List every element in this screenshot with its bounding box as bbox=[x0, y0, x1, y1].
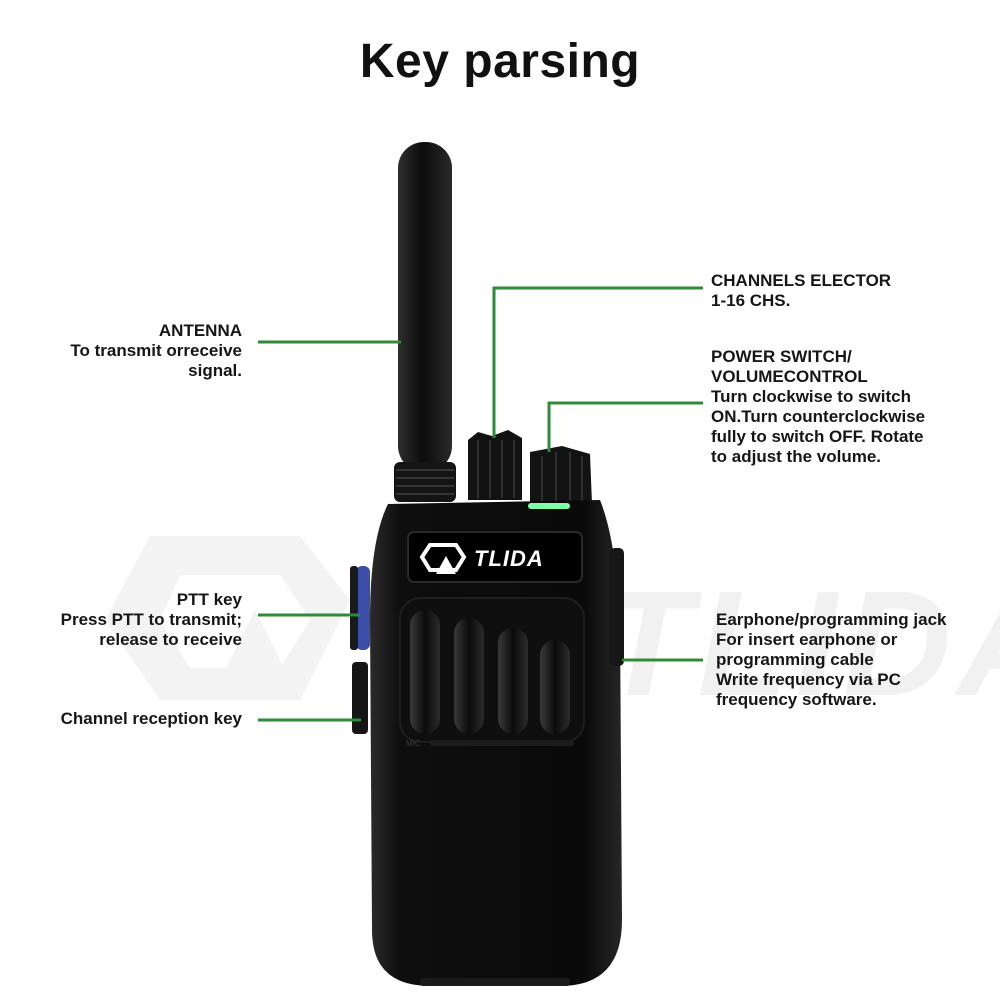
antenna bbox=[394, 142, 456, 502]
brand-label: TLIDA bbox=[474, 546, 544, 571]
grille-slot bbox=[454, 618, 484, 734]
earphone-jack-desc-line: Write frequency via PC bbox=[716, 670, 947, 690]
ptt-button bbox=[356, 566, 370, 650]
earphone-jack-annotation: Earphone/programming jack For insert ear… bbox=[716, 610, 947, 710]
mic-label: MIC bbox=[406, 739, 421, 748]
earphone-jack-desc-line: frequency software. bbox=[716, 690, 947, 710]
power-switch-desc-line: fully to switch OFF. Rotate bbox=[711, 427, 925, 447]
channel-selector-desc: 1-16 CHS. bbox=[711, 291, 891, 311]
ptt-title: PTT key bbox=[61, 590, 242, 610]
antenna-annotation: ANTENNA To transmit orreceive signal. bbox=[70, 321, 242, 381]
power-switch-desc-line: Turn clockwise to switch bbox=[711, 387, 925, 407]
channel-reception-button bbox=[352, 662, 368, 734]
earphone-jack-title: Earphone/programming jack bbox=[716, 610, 947, 630]
ptt-desc-line: release to receive bbox=[61, 630, 242, 650]
channel-reception-annotation: Channel reception key bbox=[61, 709, 242, 729]
volume-knob bbox=[530, 446, 592, 504]
status-led bbox=[528, 503, 570, 509]
antenna-desc-line: signal. bbox=[70, 361, 242, 381]
power-switch-title: VOLUMECONTROL bbox=[711, 367, 925, 387]
earphone-jack-desc-line: programming cable bbox=[716, 650, 947, 670]
ptt-annotation: PTT key Press PTT to transmit; release t… bbox=[61, 590, 242, 650]
channel-reception-title: Channel reception key bbox=[61, 709, 242, 729]
channel-knob bbox=[468, 430, 522, 500]
ptt-desc-line: Press PTT to transmit; bbox=[61, 610, 242, 630]
power-switch-annotation: POWER SWITCH/ VOLUMECONTROL Turn clockwi… bbox=[711, 347, 925, 467]
channel-selector-leader-line bbox=[494, 288, 703, 438]
power-switch-desc-line: to adjust the volume. bbox=[711, 447, 925, 467]
power-switch-desc-line: ON.Turn counterclockwise bbox=[711, 407, 925, 427]
earphone-jack-desc-line: For insert earphone or bbox=[716, 630, 947, 650]
earphone-jack-cover bbox=[610, 548, 624, 666]
grille-slot bbox=[410, 610, 440, 734]
channel-selector-title: CHANNELS ELECTOR bbox=[711, 271, 891, 291]
antenna-desc-line: To transmit orreceive bbox=[70, 341, 242, 361]
power-switch-leader-line bbox=[549, 403, 703, 452]
grille-slot bbox=[498, 628, 528, 734]
power-switch-title: POWER SWITCH/ bbox=[711, 347, 925, 367]
page-title: Key parsing bbox=[0, 34, 1000, 89]
antenna-title: ANTENNA bbox=[70, 321, 242, 341]
grille-slot bbox=[540, 640, 570, 734]
radio-body: TLIDA MIC bbox=[350, 500, 624, 986]
channel-selector-annotation: CHANNELS ELECTOR 1-16 CHS. bbox=[711, 271, 891, 311]
